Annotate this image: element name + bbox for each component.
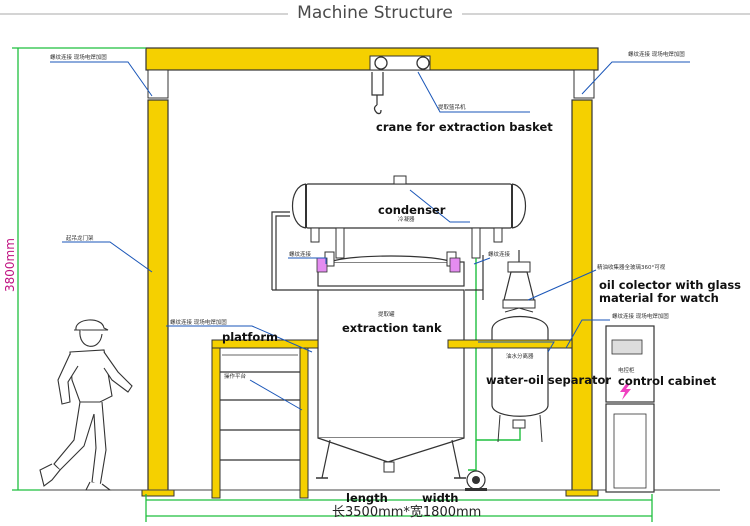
gantry-foot-right <box>565 489 599 497</box>
oil-collector-label-line2: material for watch <box>599 291 719 305</box>
hoist-wheel-left <box>374 56 388 70</box>
hoist-hook <box>373 104 382 115</box>
tank-lid <box>317 261 465 287</box>
platform-post-left <box>211 347 221 499</box>
crane-label: crane for extraction basket <box>376 120 553 134</box>
worker-figure <box>39 319 133 491</box>
cabinet-screen <box>611 339 643 355</box>
platform-label: platform <box>222 330 278 344</box>
note-condenser: 冷凝器 <box>398 215 415 223</box>
note-crane: 提取篮吊机 <box>438 103 466 111</box>
footprint-dimension-value: 长3500mm*宽1800mm <box>332 504 481 520</box>
note-cabinet: 电控柜 <box>618 366 635 374</box>
leader-lines <box>50 61 690 411</box>
platform-deck <box>211 339 319 349</box>
note-separator: 油水分离器 <box>506 352 534 360</box>
note-platform-left: 螺纹连接 现场电焊加固 <box>170 318 227 326</box>
platform-post-right <box>299 347 309 499</box>
note-top-right: 螺纹连接 现场电焊加固 <box>628 50 685 58</box>
note-left-frame: 起吊龙门架 <box>66 234 94 242</box>
note-top-left: 螺纹连接 现场电焊加固 <box>50 53 107 61</box>
separator-body <box>491 315 549 417</box>
width-label: width <box>422 491 458 505</box>
height-dimension-value: 3800mm <box>3 238 17 292</box>
danger-icon <box>620 384 631 400</box>
page-title: Machine Structure <box>297 3 453 23</box>
gantry-bracket-left <box>147 69 169 99</box>
extraction-tank-label: extraction tank <box>342 321 442 335</box>
valve-right <box>449 257 461 273</box>
cabinet-top <box>605 325 655 403</box>
platform-deck-right <box>447 339 573 349</box>
extraction-tank <box>316 251 487 491</box>
hoist-wheel-right <box>416 56 430 70</box>
gantry-leg-left <box>147 99 169 495</box>
note-oil-collector: 精油收集器全玻璃360°可视 <box>597 263 666 271</box>
condenser <box>292 175 526 259</box>
gantry-foot-left <box>141 489 175 497</box>
note-tank: 提取罐 <box>378 310 395 318</box>
note-valve-left: 螺纹连接 <box>289 250 312 258</box>
gantry-leg-right <box>571 99 593 495</box>
note-ladder: 操作平台 <box>224 372 247 380</box>
dimension-lines <box>12 47 653 522</box>
note-right-bolt: 螺纹连接 现场电焊加固 <box>612 312 669 320</box>
platform-structure <box>211 339 573 499</box>
note-valve-right: 螺纹连接 <box>488 250 511 258</box>
length-label: length <box>346 491 388 505</box>
pipes <box>271 211 521 471</box>
cabinet-base <box>605 403 655 493</box>
green-pipe <box>468 258 477 471</box>
oil-collector-label-line1: oil colector with glass <box>599 278 741 292</box>
gantry-bracket-right <box>573 69 595 99</box>
gantry-frame <box>30 47 720 497</box>
oil-collector <box>502 250 536 309</box>
oil-collector-glass <box>503 271 535 301</box>
condenser-label: condenser <box>378 203 446 217</box>
control-cabinet-label: control cabinet <box>618 374 717 388</box>
water-oil-separator-label: water-oil separator <box>486 373 611 387</box>
control-cabinet <box>605 325 655 493</box>
tank-cone <box>317 437 465 463</box>
crane-hoist <box>369 55 431 115</box>
